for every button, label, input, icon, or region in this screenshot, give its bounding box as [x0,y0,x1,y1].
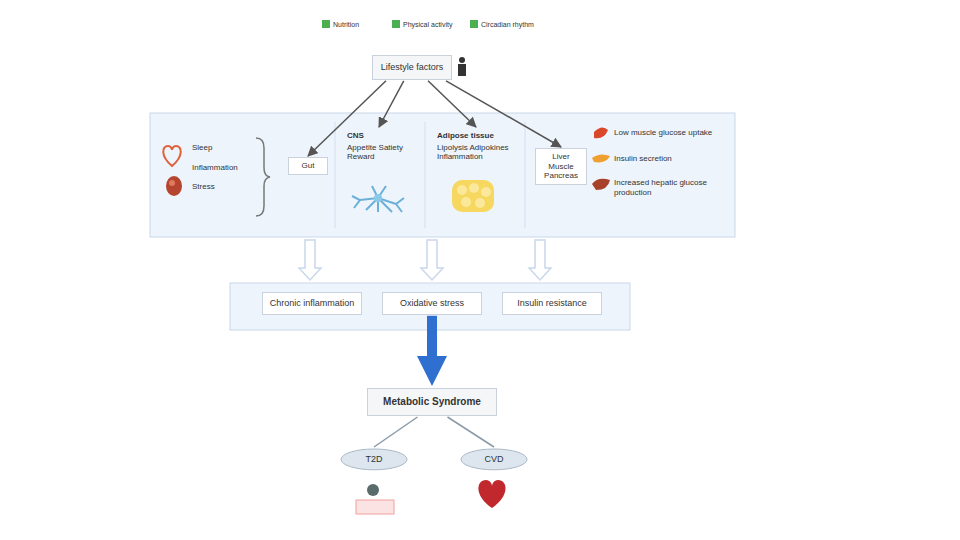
node-text: Metabolic Syndrome [372,396,492,408]
organ-box: Liver Muscle Pancreas [535,148,587,185]
stomach-icon [169,180,175,186]
muscle-icon [594,127,608,138]
panel-divider [525,122,526,228]
annotation-label: Insulin secretion [614,154,732,164]
outcome-box: Metabolic Syndrome [367,388,497,416]
mechanism-box: Oxidative stress [382,292,482,315]
hollow-arrow [299,240,551,280]
panel-divider [425,122,426,228]
pancreas-icon [367,484,379,496]
connector [379,81,404,127]
node-text: Lipolysis Adipokines Inflammation [437,143,515,162]
neuron-image [374,194,382,202]
annotation-label: Low muscle glucose uptake [614,128,732,138]
big-arrow [427,316,437,374]
organ-box: Gut [288,157,328,175]
glucose-icon [356,500,394,514]
legend-text: Physical activity [403,21,452,28]
node-text: T2D [344,454,404,465]
node-text: Insulin resistance [507,298,597,309]
stomach-icon [166,176,182,196]
annotation-label: Sleep [192,143,252,153]
node-text: Chronic inflammation [267,298,357,309]
annotation-label: Stress [192,182,252,192]
tissue-box: Adipose tissueLipolysis Adipokines Infla… [433,128,519,165]
annotation-label: Inflammation [192,163,258,173]
connector [374,417,418,447]
annotation-label: Increased hepatic glucose production [614,178,732,197]
disease-ellipse: CVD [460,448,528,471]
node-text: CVD [464,454,524,465]
factor-box: Lifestyle factors [372,55,452,80]
heart-icon [163,146,181,166]
node-text: Oxidative stress [387,298,477,309]
tissue-box: CNS Appetite Satiety Reward [343,128,415,165]
node-text: Lifestyle factors [377,62,447,73]
mechanism-box: Insulin resistance [502,292,602,315]
node-text: CNS [347,131,411,141]
connector [428,81,476,127]
legend-item: Nutrition [322,20,359,28]
legend-swatch [392,20,400,28]
connector [448,417,495,447]
legend-text: Circadian rhythm [481,21,534,28]
person-icon [459,57,465,63]
disease-ellipse: T2D [340,448,408,471]
neuron-image [352,186,404,212]
node-text: Adipose tissue [437,131,515,141]
legend-swatch [322,20,330,28]
node-text: Appetite Satiety Reward [347,143,411,162]
legend-text: Nutrition [333,21,359,28]
panel-divider [335,122,336,228]
legend-item: Circadian rhythm [470,20,534,28]
heart-icon [478,480,505,508]
person-icon [458,64,466,76]
legend-item: Physical activity [392,20,452,28]
factor-panel [150,113,735,237]
liver-icon [592,179,610,190]
brace [256,138,270,216]
mechanism-box: Chronic inflammation [262,292,362,315]
adipose-image [457,183,491,208]
legend-swatch [470,20,478,28]
node-text: Gut [293,161,323,171]
adipose-image [452,180,494,212]
node-text: Liver Muscle Pancreas [540,152,582,181]
pancreas-icon [592,154,610,162]
